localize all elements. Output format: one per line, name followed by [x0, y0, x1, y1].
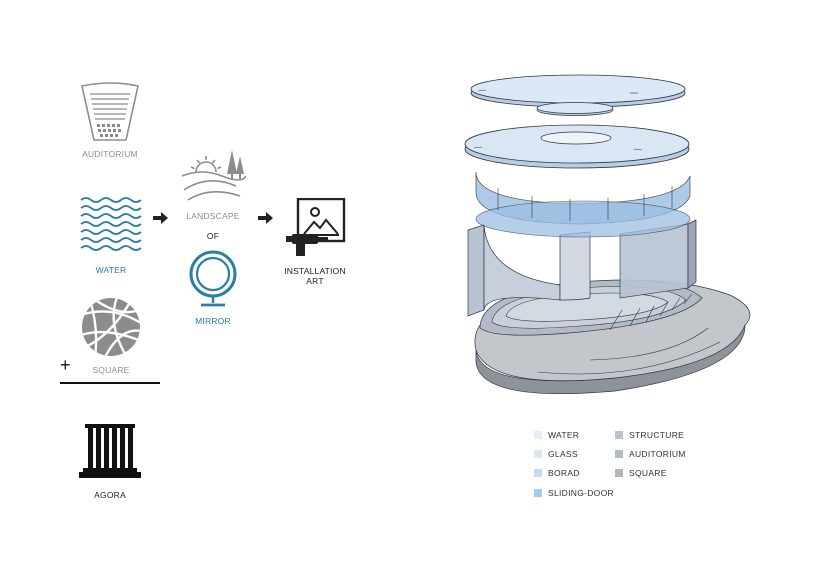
small-disc [536, 102, 614, 116]
legend-label-glass: GLASS [548, 449, 578, 459]
legend-item-water: WATER [534, 429, 579, 441]
legend-label-borad: BORAD [548, 468, 580, 478]
legend-swatch-auditorium [615, 450, 623, 458]
legend-item-borad: BORAD [534, 467, 580, 479]
legend-label-structure: STRUCTURE [629, 430, 685, 440]
auditorium-icon [81, 82, 139, 141]
arrow-right-icon [258, 212, 273, 224]
legend-label-sliding-door: SLIDING-DOOR [548, 488, 614, 498]
legend-item-structure: STRUCTURE [615, 429, 684, 441]
landscape-icon [182, 150, 246, 201]
agora-label: AGORA [94, 490, 126, 500]
auditorium-label: AUDITORIUM [82, 149, 138, 159]
agora-icon [79, 424, 141, 478]
ring-disc [464, 124, 690, 169]
legend-swatch-square [615, 469, 623, 477]
water-label: WATER [95, 265, 127, 275]
legend-label-auditorium: AUDITORIUM [629, 449, 686, 459]
legend-swatch-structure [615, 431, 623, 439]
installation-icon [286, 198, 346, 256]
water-icon [80, 197, 142, 251]
glass-band [475, 171, 691, 238]
installation-label-line2: ART [306, 276, 324, 286]
mirror-label: MIRROR [195, 316, 231, 326]
arrow-right-icon [153, 212, 168, 224]
legend-item-square: SQUARE [615, 467, 667, 479]
legend-swatch-sliding-door [534, 489, 542, 497]
plus-sign: + [60, 355, 71, 375]
structure-walls [467, 219, 697, 317]
divider-line [60, 382, 160, 384]
of-label: OF [206, 231, 220, 241]
installation-label-line1: INSTALLATION [284, 266, 346, 276]
landscape-label: LANDSCAPE [186, 211, 240, 221]
legend-swatch-glass [534, 450, 542, 458]
legend-item-auditorium: AUDITORIUM [615, 448, 686, 460]
legend-label-water: WATER [548, 430, 580, 440]
exploded-axonometric-diagram [464, 74, 751, 395]
mirror-icon [189, 250, 237, 307]
square-label: SQUARE [92, 365, 130, 375]
legend-item-sliding-door: SLIDING-DOOR [534, 487, 614, 499]
legend-swatch-water [534, 431, 542, 439]
legend-swatch-borad [534, 469, 542, 477]
legend-label-square: SQUARE [629, 468, 667, 478]
legend-item-glass: GLASS [534, 448, 578, 460]
square-icon [82, 298, 140, 356]
